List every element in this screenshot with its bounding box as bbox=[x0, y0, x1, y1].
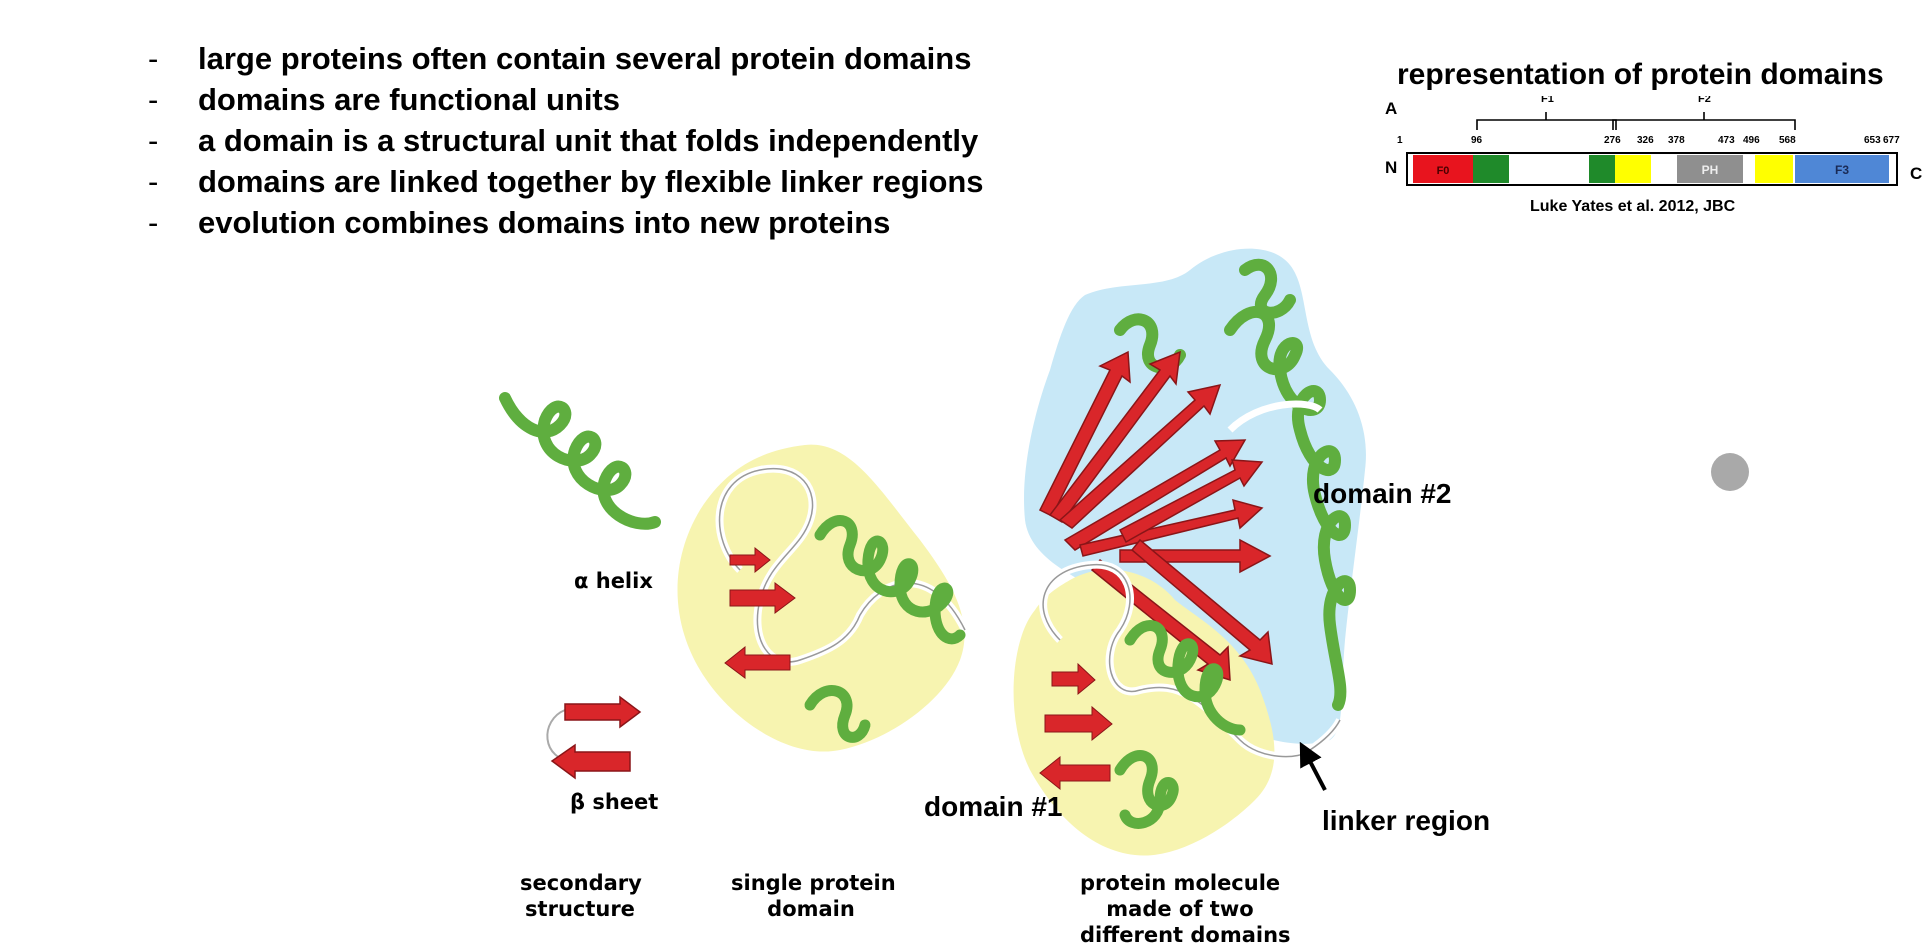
bullet-text: evolution combines domains into new prot… bbox=[198, 205, 891, 240]
caption-line: structure bbox=[525, 897, 635, 921]
caption-line: made of two bbox=[1106, 897, 1254, 921]
domain1-background bbox=[1013, 569, 1275, 856]
position-label: 96 bbox=[1471, 135, 1483, 146]
linker-region-label: linker region bbox=[1322, 805, 1491, 836]
segment-label-f3: F3 bbox=[1835, 163, 1849, 177]
position-label: 378 bbox=[1668, 135, 1685, 146]
position-label: 568 bbox=[1779, 135, 1796, 146]
caption-single-protein-domain: single protein domain bbox=[731, 870, 896, 922]
position-label: 677 bbox=[1883, 135, 1900, 146]
linker-arrow bbox=[1299, 741, 1327, 791]
position-label: 1 bbox=[1397, 135, 1403, 146]
n-terminus-label: N bbox=[1385, 158, 1397, 177]
caption-line: single protein bbox=[731, 871, 896, 895]
bracket-f1 bbox=[1476, 112, 1617, 130]
domain-representation-figure: representation of protein domains A F1 F… bbox=[1375, 58, 1928, 228]
bullet-dash: - bbox=[148, 205, 159, 240]
alpha-helix-label: α helix bbox=[574, 569, 653, 593]
position-label: 473 bbox=[1718, 135, 1735, 146]
beta-sheet-label: β sheet bbox=[570, 790, 659, 814]
protein-structure-illustration bbox=[499, 248, 1366, 856]
caption-line: protein molecule bbox=[1080, 871, 1281, 895]
position-label: 326 bbox=[1637, 135, 1654, 146]
segment-ph bbox=[1677, 155, 1743, 183]
position-label: 276 bbox=[1604, 135, 1621, 146]
segment-label-f0: F0 bbox=[1437, 165, 1450, 177]
position-label: 653 bbox=[1864, 135, 1881, 146]
domain-map-title: representation of protein domains bbox=[1397, 58, 1884, 91]
pointer-dot bbox=[1711, 453, 1749, 491]
bullet-dash: - bbox=[148, 123, 159, 158]
bullet-item: - evolution combines domains into new pro… bbox=[148, 202, 984, 243]
domain2-label: domain #2 bbox=[1313, 478, 1452, 509]
bullet-dash: - bbox=[148, 82, 159, 117]
caption-line: secondary bbox=[520, 871, 642, 895]
beta-sheet-ribbon bbox=[542, 695, 642, 780]
bullet-item: - a domain is a structural unit that fold… bbox=[148, 120, 984, 161]
segment-f3 bbox=[1795, 155, 1889, 183]
citation: Luke Yates et al. 2012, JBC bbox=[1530, 198, 1736, 215]
segment-f0 bbox=[1413, 155, 1473, 183]
bracket-f2 bbox=[1612, 112, 1796, 130]
single-domain-ribbon bbox=[715, 464, 969, 743]
bullet-text: domains are functional units bbox=[198, 82, 620, 117]
bullet-item: - domains are functional units bbox=[148, 79, 984, 120]
c-terminus-label: C bbox=[1910, 164, 1922, 183]
bullet-text: domains are linked together by flexible … bbox=[198, 164, 984, 199]
single-domain-background bbox=[677, 444, 965, 752]
bullet-text: large proteins often contain several pro… bbox=[198, 41, 972, 76]
bullet-dash: - bbox=[148, 41, 159, 76]
caption-protein-molecule: protein molecule made of two different d… bbox=[1080, 870, 1291, 948]
domain1-label: domain #1 bbox=[924, 791, 1063, 822]
alpha-helix-ribbon bbox=[499, 392, 661, 530]
bullet-item: - domains are linked together by flexible… bbox=[148, 161, 984, 202]
position-label: 496 bbox=[1743, 135, 1760, 146]
segment-label-ph: PH bbox=[1702, 163, 1719, 177]
panel-letter: A bbox=[1385, 99, 1397, 118]
caption-secondary-structure: secondary structure bbox=[520, 870, 642, 922]
bullet-item: - large proteins often contain several pr… bbox=[148, 38, 984, 79]
domain2-ribbon bbox=[1038, 258, 1357, 711]
caption-line: different domains bbox=[1080, 923, 1291, 947]
segment-green-2 bbox=[1589, 155, 1615, 183]
domain-map-diagram: A F1 F2 1 96 276 326 378 473 496 568 653… bbox=[1385, 96, 1922, 186]
segment-yellow-2 bbox=[1755, 155, 1793, 183]
segment-yellow-1 bbox=[1615, 155, 1651, 183]
bullet-list: - large proteins often contain several pr… bbox=[148, 38, 984, 243]
bullet-dash: - bbox=[148, 164, 159, 199]
bracket-label-f2: F2 bbox=[1698, 96, 1711, 105]
caption-line: domain bbox=[767, 897, 855, 921]
bracket-label-f1: F1 bbox=[1541, 96, 1554, 105]
bullet-text: a domain is a structural unit that folds… bbox=[198, 123, 979, 158]
segment-green-1 bbox=[1473, 155, 1509, 183]
